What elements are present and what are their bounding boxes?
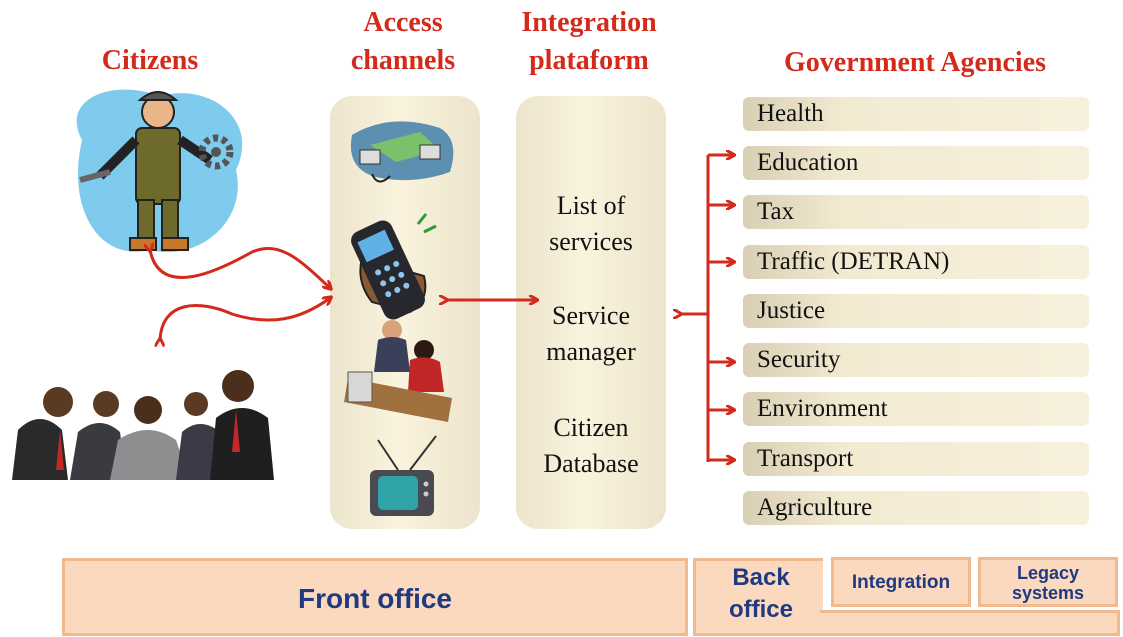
services-line2: services: [549, 227, 633, 256]
back-office-bar: [693, 558, 823, 636]
integration-platform-panel: [516, 96, 666, 529]
back-office-label: Back office: [693, 562, 829, 626]
services-line1: List of: [556, 191, 626, 220]
citizen-arrows: [150, 248, 536, 340]
integration-header-line1: Integration: [521, 7, 657, 38]
agency-health: Health: [743, 97, 1089, 131]
legacy-line1: Legacy: [1016, 563, 1080, 583]
business-group-icon: [12, 370, 274, 480]
integration-header-line2: plataform: [529, 45, 649, 76]
citizens-header: Citizens: [101, 45, 199, 76]
legacy-line2: systems: [1011, 583, 1085, 603]
integration-platform-header: Integration plataform: [494, 4, 684, 80]
agencies-header: Government Agencies: [783, 47, 1047, 78]
group-access-arrow: [160, 298, 330, 340]
back-office-line1: Back: [732, 564, 790, 591]
db-line1: Citizen: [553, 413, 629, 442]
integration-bar: Integration: [831, 557, 971, 607]
db-line2: Database: [543, 449, 639, 478]
worker-icon: [76, 89, 243, 253]
office-counter-icon: [344, 320, 452, 422]
front-office-bar: Front office: [62, 558, 688, 636]
agency-environment: Environment: [743, 392, 1089, 426]
access-header-line1: Access: [363, 7, 443, 38]
agency-tax: Tax: [743, 195, 1089, 229]
service-manager-label: Service manager: [516, 298, 666, 370]
agency-security: Security: [743, 343, 1089, 377]
back-office-line2: office: [728, 596, 793, 623]
back-office-bar-lower: [820, 610, 1120, 636]
manager-line1: Service: [552, 301, 630, 330]
citizen-database-label: Citizen Database: [516, 410, 666, 482]
agency-traffic: Traffic (DETRAN): [743, 245, 1089, 279]
manager-line2: manager: [546, 337, 636, 366]
access-header-line2: channels: [350, 45, 456, 76]
worker-access-arrow: [150, 248, 330, 288]
television-icon: [370, 435, 437, 516]
access-channels-header: Access channels: [318, 4, 488, 80]
legacy-systems-bar: Legacy systems: [978, 557, 1118, 607]
list-of-services-label: List of services: [516, 188, 666, 260]
agency-education: Education: [743, 146, 1089, 180]
agency-connector: [680, 155, 733, 462]
network-map-icon: [350, 121, 454, 183]
agency-transport: Transport: [743, 442, 1089, 476]
mobile-phone-icon: [351, 213, 437, 320]
agency-agriculture: Agriculture: [743, 491, 1089, 525]
agency-justice: Justice: [743, 294, 1089, 328]
